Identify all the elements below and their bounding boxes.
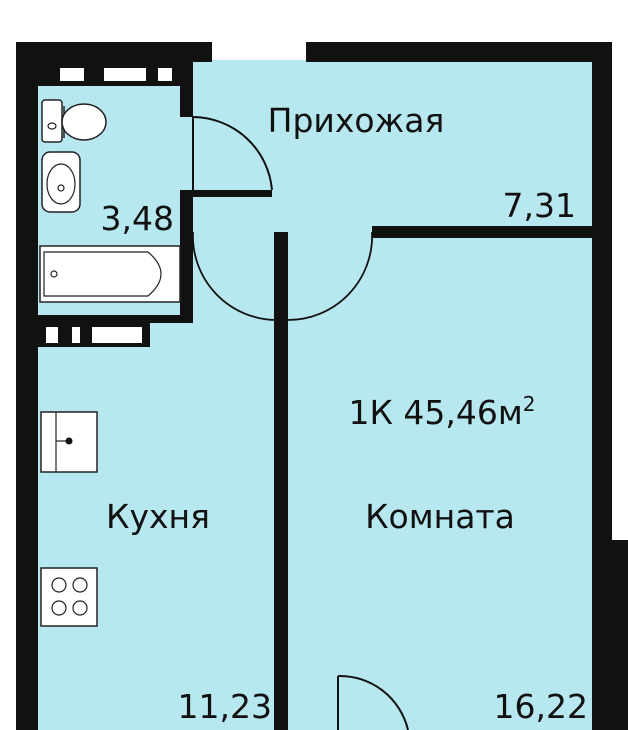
room-area: 16,22 [494,687,588,726]
hallway-label: Прихожая [268,101,445,140]
room-lower-door [337,674,409,730]
toilet-icon [41,99,107,143]
bathroom-door [192,116,273,191]
bathroom-area: 3,48 [101,199,174,238]
kitchen-label: Кухня [106,497,210,536]
apartment-summary: 1К 45,46м2 [348,392,535,432]
stove-icon [40,567,98,627]
hallway-area: 7,31 [503,186,576,225]
kitchen-sink-icon [40,411,98,473]
bathroom-window-strip [46,327,142,343]
partition-walls [274,226,592,730]
kitchen-door-arc [192,231,278,321]
summary-text: 1К 45,46м [348,393,522,432]
room-label: Комната [365,497,515,536]
summary-superscript: 2 [523,392,536,416]
room-door-arc [287,231,373,321]
bathtub-icon [39,245,181,303]
sink-icon [41,151,81,213]
outer-walls [16,42,628,730]
window-top [38,62,186,86]
kitchen-area: 11,23 [178,687,272,726]
